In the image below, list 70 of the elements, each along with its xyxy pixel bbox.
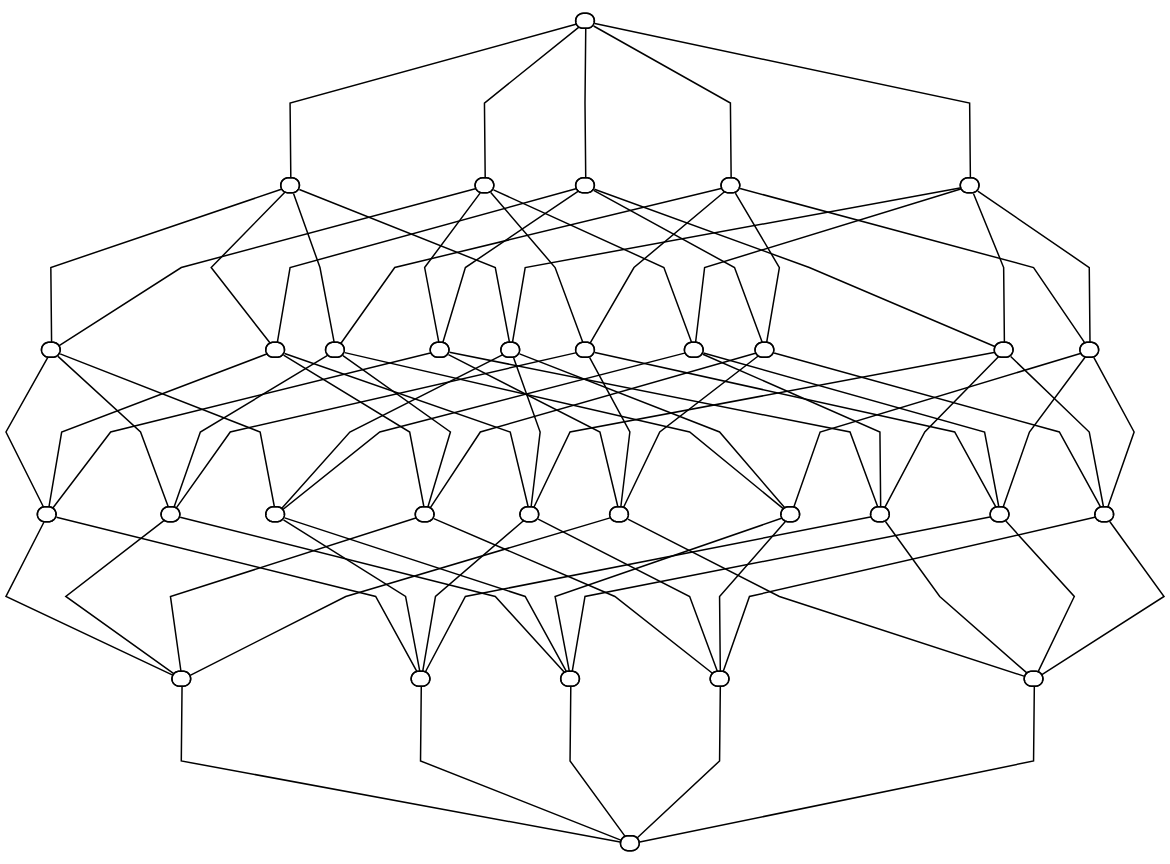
connector bbox=[511, 187, 962, 344]
connector bbox=[292, 192, 336, 344]
connector bbox=[638, 686, 1036, 843]
connector bbox=[702, 353, 882, 509]
connector bbox=[1093, 356, 1135, 509]
connector bbox=[282, 519, 421, 673]
connector bbox=[537, 518, 719, 673]
connector bbox=[51, 352, 433, 510]
connector bbox=[57, 355, 170, 509]
connector bbox=[210, 191, 286, 345]
connector bbox=[589, 191, 726, 345]
connector bbox=[5, 356, 49, 509]
connector bbox=[175, 351, 578, 509]
connector bbox=[977, 190, 1091, 344]
connector bbox=[282, 354, 425, 509]
connector bbox=[282, 352, 687, 511]
connector bbox=[423, 192, 481, 344]
connector bbox=[55, 516, 419, 673]
connector bbox=[593, 188, 997, 348]
connector bbox=[1041, 521, 1166, 676]
connector bbox=[441, 190, 580, 344]
connector bbox=[490, 191, 584, 344]
connector bbox=[421, 520, 525, 673]
connector bbox=[518, 353, 787, 510]
connector bbox=[571, 516, 992, 673]
connector bbox=[739, 187, 1087, 345]
connector bbox=[622, 355, 759, 509]
connector bbox=[588, 356, 631, 509]
connector bbox=[636, 686, 722, 839]
connector bbox=[289, 23, 578, 180]
connector bbox=[339, 187, 723, 345]
connector bbox=[718, 520, 787, 673]
connector bbox=[884, 521, 1029, 675]
connector bbox=[169, 517, 418, 673]
connector bbox=[424, 516, 873, 673]
connector bbox=[694, 188, 963, 344]
connector bbox=[173, 354, 329, 509]
connector bbox=[702, 352, 1000, 509]
connector bbox=[64, 519, 176, 676]
connector bbox=[429, 352, 758, 509]
connector bbox=[592, 25, 732, 180]
connector bbox=[1002, 356, 1086, 509]
connector bbox=[734, 192, 781, 344]
connector bbox=[447, 353, 619, 509]
connector bbox=[58, 187, 477, 347]
connector bbox=[276, 187, 578, 344]
connector bbox=[180, 686, 623, 843]
connector bbox=[1009, 355, 1105, 509]
connector bbox=[419, 686, 623, 842]
connector bbox=[283, 517, 568, 673]
connector bbox=[4, 521, 175, 677]
connector bbox=[972, 192, 1006, 344]
connector bbox=[483, 26, 580, 180]
connector bbox=[298, 188, 511, 344]
connector bbox=[554, 517, 783, 673]
connector bbox=[592, 189, 764, 344]
connector bbox=[569, 686, 627, 838]
connector bbox=[594, 22, 972, 180]
connector bbox=[448, 351, 879, 509]
connector bbox=[433, 517, 715, 675]
connector bbox=[584, 28, 587, 180]
connector bbox=[722, 516, 1097, 673]
connector bbox=[342, 354, 452, 509]
connector bbox=[50, 188, 283, 344]
connector bbox=[627, 518, 1027, 678]
connector bbox=[343, 351, 785, 511]
connector bbox=[492, 189, 693, 344]
connector bbox=[1005, 520, 1076, 673]
connector bbox=[883, 356, 1000, 509]
connector bbox=[512, 357, 541, 509]
